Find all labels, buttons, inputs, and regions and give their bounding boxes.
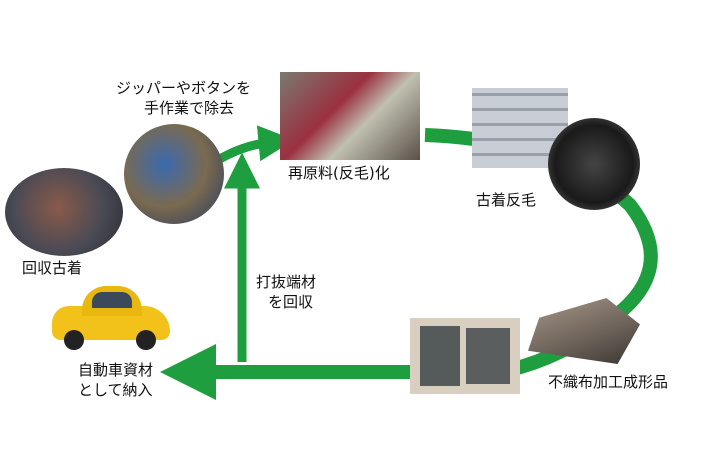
nonwoven-mats-photo [410, 318, 520, 394]
label-reprocess: 再原料(反毛)化 [288, 164, 390, 182]
label-auto-line2: として納入 [78, 381, 153, 399]
label-remove-line2: 手作業で除去 [144, 99, 235, 117]
collected-clothes-photo [5, 168, 123, 256]
label-collected-clothes: 回収古着 [22, 259, 83, 277]
label-nonwoven: 不織布加工成形品 [548, 373, 669, 391]
label-scrap-line2: を回収 [268, 293, 314, 311]
manual-removal-photo [124, 124, 224, 224]
label-recycled-fiber: 古着反毛 [476, 191, 537, 209]
label-auto-line1: 自動車資材 [78, 361, 154, 379]
label-scrap-line1: 打抜端材 [256, 273, 317, 291]
reprocess-photo [280, 72, 420, 160]
recycled-fiber-photo [548, 118, 640, 210]
label-remove-line1: ジッパーやボタンを [116, 79, 252, 97]
car-photo [52, 282, 170, 354]
